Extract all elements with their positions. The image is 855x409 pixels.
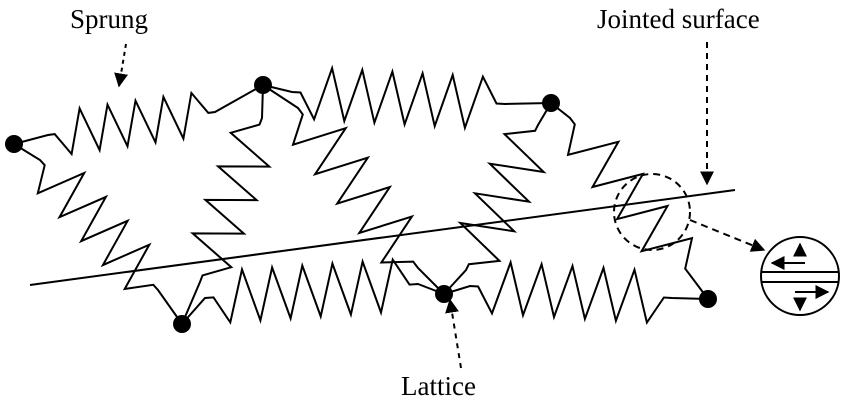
lattice-leader-arrow: [445, 298, 462, 369]
spring-c-f: [550, 102, 709, 300]
spring-b-d: [181, 84, 272, 325]
spring-d-e: [181, 257, 445, 325]
spring-a-b: [13, 84, 264, 157]
spring-c-e: [443, 102, 552, 295]
jointed-surface-label: Jointed surface: [597, 4, 760, 34]
lattice-node-f: [699, 290, 717, 308]
lattice-node-d: [173, 315, 191, 333]
lattice-node-a: [5, 135, 23, 153]
jointed-surface-line: [29, 189, 736, 286]
sprung-label: Sprung: [70, 4, 149, 34]
joint-detail-circle: [613, 173, 691, 251]
spring-e-f: [443, 258, 709, 326]
spring-b-c: [262, 64, 552, 132]
lattice-label: Lattice: [401, 371, 476, 401]
joint-detail-inset: [760, 236, 840, 316]
lattice-nodes: [5, 76, 717, 333]
spring-b-e: [262, 84, 445, 295]
lattice-node-e: [435, 285, 453, 303]
lattice-node-b: [254, 76, 272, 94]
joint-detail-arrow: [689, 219, 766, 252]
lattice-node-c: [542, 94, 560, 112]
sprung-leader-arrow: [114, 43, 128, 88]
spring-a-d: [13, 143, 183, 325]
spring-network: [13, 64, 709, 326]
